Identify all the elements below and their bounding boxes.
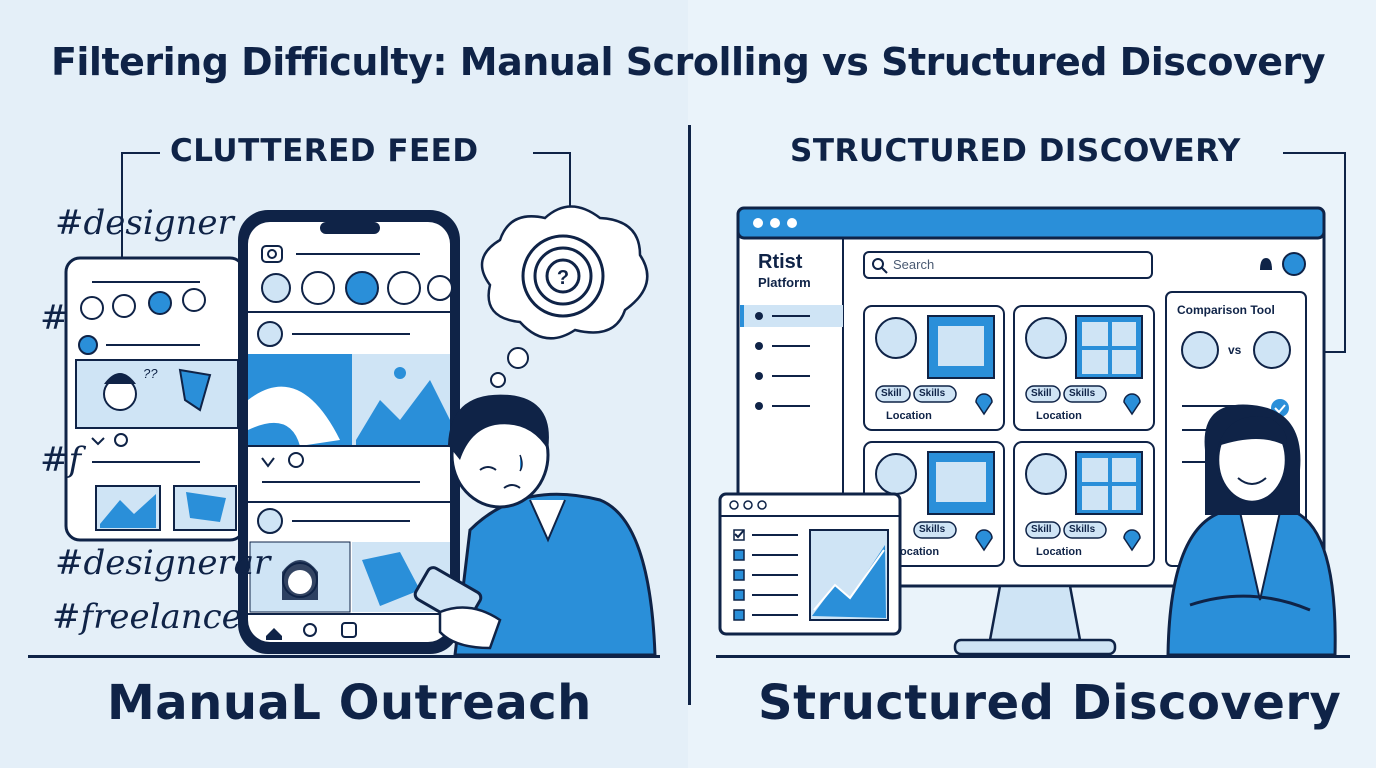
card-3-skills-tag[interactable]: Skills [919, 524, 946, 535]
card-2-location: Location [1036, 410, 1082, 422]
smartphone [238, 210, 460, 654]
confused-person [413, 394, 657, 657]
maze-question-mark: ? [557, 267, 569, 289]
brand-name: Rtist [758, 251, 803, 273]
card-4-location: Location [1036, 546, 1082, 558]
right-baseline [716, 655, 1350, 658]
right-footer-label: Structured Discovery [758, 675, 1342, 731]
comparison-tool-title: Comparison Tool [1177, 303, 1275, 317]
search-input[interactable]: Search [893, 257, 935, 272]
hashtag-freelance: #freelance [52, 597, 242, 637]
card-1-location: Location [886, 410, 932, 422]
profile-cards [863, 305, 1155, 567]
confident-person [1166, 404, 1337, 657]
hashtag-partial: # [40, 298, 69, 338]
card-2-skills-tag[interactable]: Skills [1069, 388, 1096, 399]
filter-window [718, 492, 902, 636]
background-feed-card [64, 256, 246, 542]
brand-subtitle: Platform [758, 275, 811, 290]
page-title: Filtering Difficulty: Manual Scrolling v… [50, 40, 1326, 84]
comparison-vs-label: vs [1228, 343, 1242, 357]
card-1-skills-tag[interactable]: Skills [919, 388, 946, 399]
right-heading: STRUCTURED DISCOVERY [790, 133, 1241, 169]
hashtag-designer: #designer [55, 203, 234, 243]
left-baseline [28, 655, 660, 658]
confused-marks: ?? [143, 366, 158, 381]
thought-bubble: ? [480, 205, 649, 388]
card-1-skill-tag[interactable]: Skill [881, 388, 902, 399]
card-4-skills-tag[interactable]: Skills [1069, 524, 1096, 535]
hashtag-f: #f [40, 440, 82, 480]
left-heading: CLUTTERED FEED [170, 133, 479, 169]
card-3-location: ocation [900, 546, 940, 558]
center-divider [688, 125, 691, 705]
card-2-skill-tag[interactable]: Skill [1031, 388, 1052, 399]
hashtag-designerar: #designerar [55, 543, 271, 583]
card-4-skill-tag[interactable]: Skill [1031, 524, 1052, 535]
left-footer-label: ManuaL Outreach [107, 675, 592, 731]
